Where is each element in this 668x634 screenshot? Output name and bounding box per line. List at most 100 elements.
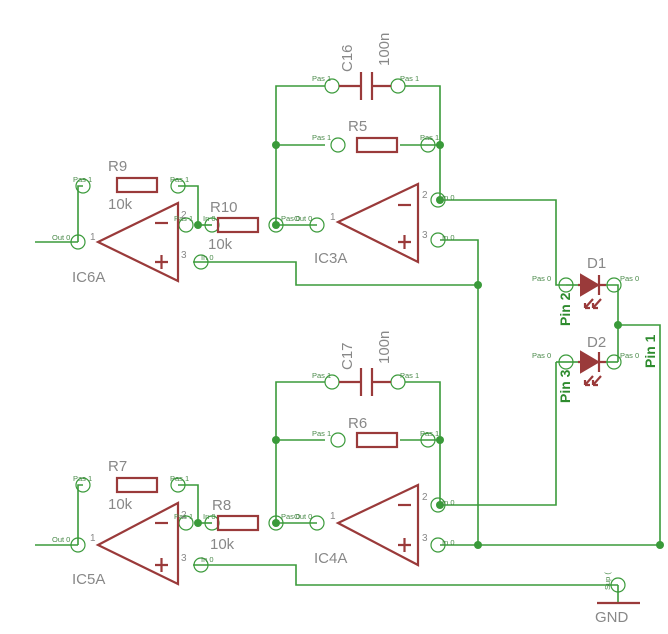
pin-number: 2 — [422, 492, 428, 503]
pin-name: Pas 1 — [174, 512, 193, 521]
pin-number: 2 — [422, 190, 428, 201]
pin-name: Pas 0 — [620, 351, 639, 360]
c17-label: C17 — [339, 342, 356, 370]
pin-name: Pas 1 — [312, 133, 331, 142]
pin-name: Pas 1 — [174, 214, 193, 223]
pin-name: In 0 — [442, 233, 455, 242]
junction — [194, 519, 202, 527]
capacitor-c16[interactable] — [339, 72, 391, 100]
ic5a-label: IC5A — [72, 571, 105, 588]
junction — [272, 221, 280, 229]
pin-name: In 0 — [442, 193, 455, 202]
pin-name: Sup ( — [603, 572, 612, 590]
pin-name: Pas 1 — [400, 74, 419, 83]
plus-sign — [398, 235, 411, 249]
opamp-ic5a[interactable] — [95, 501, 180, 586]
resistor-r9[interactable] — [115, 176, 159, 194]
pin-name: Out 0 — [52, 535, 70, 544]
junction — [474, 281, 482, 289]
pin-name: In 0 — [442, 498, 455, 507]
pin2-label: Pin 2 — [557, 292, 573, 326]
junction — [272, 519, 280, 527]
opamp-triangle — [95, 501, 180, 586]
pin-name: In 0 — [203, 512, 216, 521]
resistor-r5[interactable] — [355, 136, 399, 154]
resistor-r6[interactable] — [355, 431, 399, 449]
pin-number: 1 — [330, 511, 336, 522]
opamp-ic6a[interactable] — [95, 201, 180, 283]
d1-label: D1 — [587, 255, 606, 272]
pin-number: 2 — [181, 510, 187, 521]
pin-name: In 0 — [203, 214, 216, 223]
junction — [436, 501, 444, 509]
junction — [194, 221, 202, 229]
junction — [436, 196, 444, 204]
junction — [436, 141, 444, 149]
pin-number: 3 — [422, 533, 428, 544]
pin-number: 3 — [422, 230, 428, 241]
r7-value: 10k — [108, 496, 133, 513]
pin3-label: Pin 3 — [557, 369, 573, 403]
pin-numbers: 1 2 3 1 2 3 1 2 3 1 2 3 — [90, 190, 428, 564]
resistor-r10[interactable] — [216, 216, 260, 234]
r8-label: R8 — [212, 497, 231, 514]
pin-name: Pas 1 — [170, 474, 189, 483]
led-d2[interactable] — [578, 350, 606, 387]
junction — [272, 141, 280, 149]
pin-number: 2 — [181, 210, 187, 221]
ic4a-label: IC4A — [314, 550, 347, 567]
r9-value: 10k — [108, 196, 133, 213]
pin-name: Pas 1 — [312, 371, 331, 380]
pin-name: In 0 — [442, 538, 455, 547]
r9-label: R9 — [108, 158, 127, 175]
opamp-triangle — [95, 201, 180, 283]
junction — [614, 321, 622, 329]
junctions — [194, 141, 664, 549]
pin-name: Pas 1 — [73, 175, 92, 184]
pin-name: Pas 1 — [420, 429, 439, 438]
plus-sign — [155, 558, 168, 572]
pin-name: Pas 1 — [420, 133, 439, 142]
pin-name: Pas 1 — [312, 74, 331, 83]
pin-name: Pas 0 — [281, 512, 300, 521]
r6-label: R6 — [348, 415, 367, 432]
ic6a-label: IC6A — [72, 269, 105, 286]
junction — [272, 436, 280, 444]
pin-name: Out 0 — [294, 512, 312, 521]
pin-name: Pas 1 — [400, 371, 419, 380]
plus-sign — [398, 538, 411, 552]
opamp-triangle — [335, 483, 420, 567]
c16-label: C16 — [339, 44, 356, 72]
opamp-ic4a[interactable] — [335, 483, 420, 567]
opamp-ic3a[interactable] — [335, 182, 420, 264]
c17-value: 100n — [376, 331, 393, 364]
pin-number: 3 — [181, 553, 187, 564]
pin-name: In 0 — [201, 253, 214, 262]
capacitor-c17[interactable] — [339, 368, 391, 396]
pin-name: Pas 0 — [620, 274, 639, 283]
c16-value: 100n — [376, 33, 393, 66]
pin-name: Pas 1 — [170, 175, 189, 184]
r10-value: 10k — [208, 236, 233, 253]
r10-label: R10 — [210, 199, 238, 216]
pin-name: Out 0 — [294, 214, 312, 223]
resistor-r8[interactable] — [216, 514, 260, 532]
opamp-triangle — [335, 182, 420, 264]
resistor-r7[interactable] — [115, 476, 159, 494]
junction — [656, 541, 664, 549]
pin-name: Pas 0 — [532, 274, 551, 283]
pin-number: 1 — [330, 212, 336, 223]
pin1-label: Pin 1 — [642, 334, 658, 368]
pin-name: Pas 0 — [281, 214, 300, 223]
pin-number: 1 — [90, 533, 96, 544]
d2-label: D2 — [587, 334, 606, 351]
pin-number: 1 — [90, 232, 96, 243]
wires — [35, 85, 661, 603]
ic3a-label: IC3A — [314, 250, 347, 267]
gnd-label: GND — [595, 609, 629, 626]
junction — [474, 541, 482, 549]
plus-sign — [155, 255, 168, 269]
led-d1[interactable] — [578, 273, 606, 310]
r5-label: R5 — [348, 118, 367, 135]
junction — [436, 436, 444, 444]
